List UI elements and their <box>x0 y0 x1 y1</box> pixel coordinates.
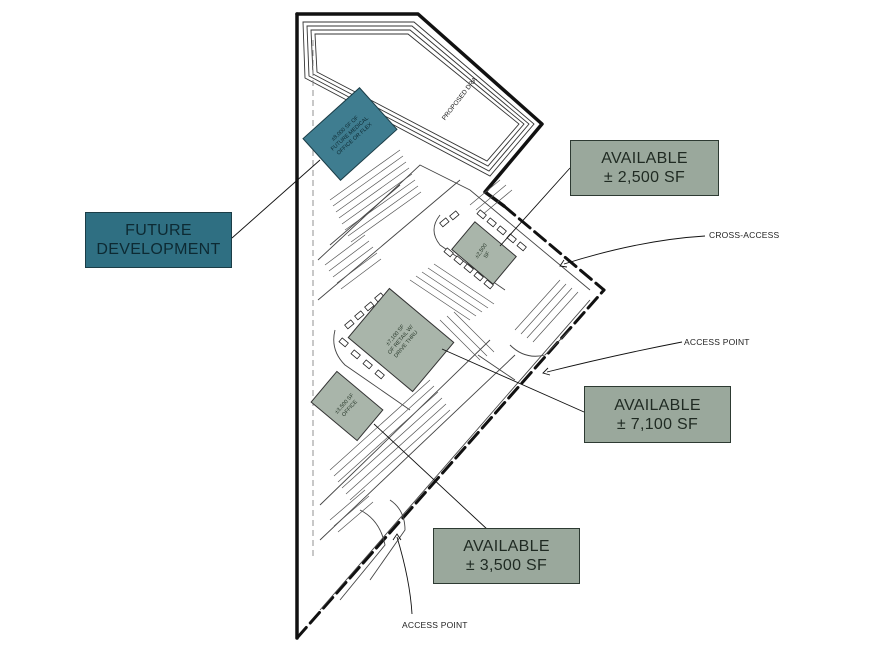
available-7100-callout: AVAILABLE ± 7,100 SF <box>584 386 731 443</box>
building-pad-3500: ±3,500 SF OFFICE <box>310 370 384 442</box>
access-point-south-label: ACCESS POINT <box>402 620 468 630</box>
building-future-office: ±8,000 SF OF FUTURE MEDICAL OFFICE OR FL… <box>302 87 398 181</box>
available-3500-callout: AVAILABLE ± 3,500 SF <box>433 528 580 584</box>
parking-stalls <box>324 149 579 533</box>
available-2500-line2: ± 2,500 SF <box>603 169 686 186</box>
access-point-east-label: ACCESS POINT <box>684 337 750 347</box>
future-development-line1: FUTURE <box>125 222 192 239</box>
future-development-line2: DEVELOPMENT <box>96 241 221 258</box>
building-pad-7100: ±7,100 SF OF RETAIL W/ DRIVE THRU <box>347 287 455 393</box>
future-development-callout: FUTURE DEVELOPMENT <box>85 212 232 268</box>
available-3500-line2: ± 3,500 SF <box>465 557 548 574</box>
available-2500-callout: AVAILABLE ± 2,500 SF <box>570 140 719 196</box>
building-pad-2500: ±2,500 SF <box>451 221 517 285</box>
proposed-dra-area <box>302 21 535 177</box>
available-3500-line1: AVAILABLE <box>463 538 550 555</box>
pad-2500-line2: SF <box>483 250 492 260</box>
leader-lines <box>231 159 706 615</box>
available-2500-line1: AVAILABLE <box>601 150 688 167</box>
available-7100-line1: AVAILABLE <box>614 396 701 414</box>
available-7100-line2: ± 7,100 SF <box>616 415 699 433</box>
proposed-dra-label: PROPOSED DRA <box>441 76 479 122</box>
drive-aisles <box>317 164 591 611</box>
cross-access-label: CROSS-ACCESS <box>709 230 780 240</box>
property-boundary <box>295 12 606 640</box>
